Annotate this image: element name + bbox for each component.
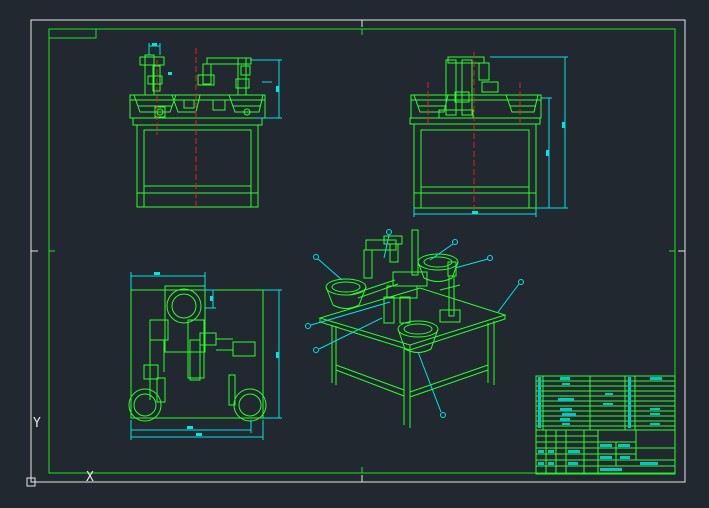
title-block xyxy=(535,375,676,475)
top-view-dimensions xyxy=(130,272,282,440)
ucs-icon: Y X xyxy=(26,416,94,487)
side-view xyxy=(409,56,542,209)
top-view xyxy=(128,285,267,422)
front-view-dimensions xyxy=(148,43,282,119)
front-view-centerline xyxy=(156,48,197,210)
side-view-dim-text xyxy=(472,122,565,214)
side-view-centerline xyxy=(427,52,521,212)
top-view-dim-text xyxy=(154,272,279,436)
title-info-text xyxy=(538,444,658,471)
front-view xyxy=(129,54,266,208)
isometric-balloons xyxy=(305,229,524,418)
sheet-frame xyxy=(30,19,686,483)
parts-list-text xyxy=(538,377,662,428)
title-info-block xyxy=(535,429,676,475)
isometric-view xyxy=(318,229,507,428)
front-view-dim-text xyxy=(152,43,279,92)
ucs-y-label: Y xyxy=(33,416,41,431)
drawing-border xyxy=(48,28,676,474)
ucs-x-label: X xyxy=(86,470,94,485)
